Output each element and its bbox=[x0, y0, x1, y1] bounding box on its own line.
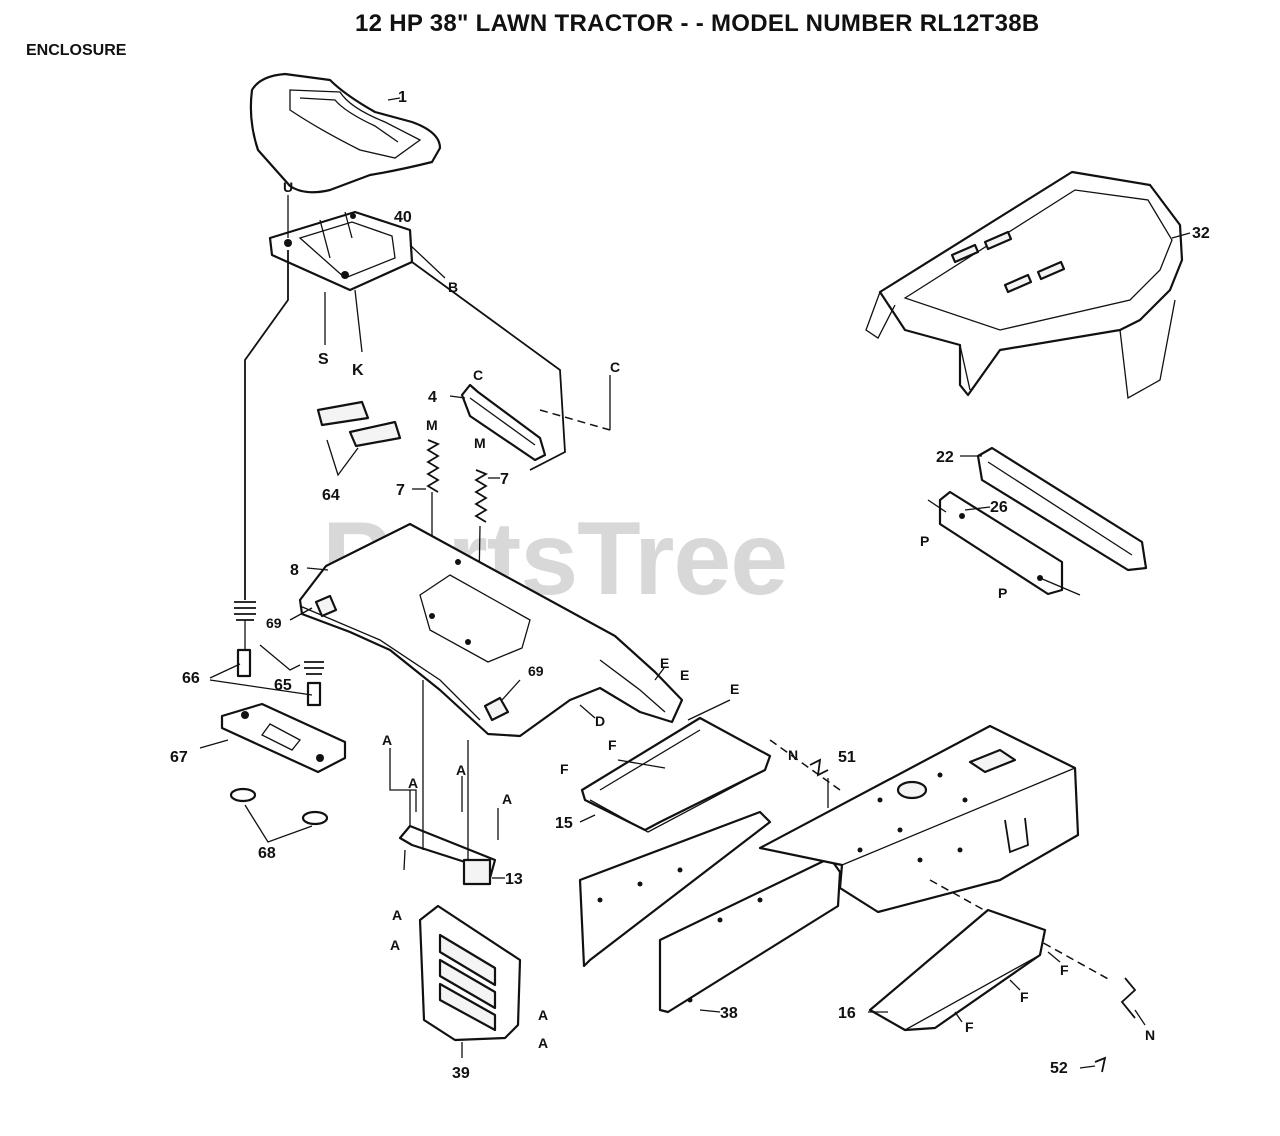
ref-a-1: A bbox=[382, 732, 392, 748]
ref-e-2: E bbox=[680, 667, 689, 683]
callout-16: 16 bbox=[838, 1005, 856, 1022]
ref-a-6: A bbox=[390, 937, 400, 953]
diagram-title: 12 HP 38" LAWN TRACTOR - - MODEL NUMBER … bbox=[355, 10, 1040, 37]
ref-a-5: A bbox=[392, 907, 402, 923]
ref-n-2: N bbox=[1145, 1027, 1155, 1043]
callout-66: 66 bbox=[182, 670, 200, 687]
callout-69-right: 69 bbox=[528, 663, 544, 679]
ref-f-5: F bbox=[965, 1019, 974, 1035]
part-hood[interactable] bbox=[865, 170, 1184, 400]
callout-32: 32 bbox=[1192, 225, 1210, 242]
callout-7-left: 7 bbox=[396, 482, 405, 499]
callout-7-right: 7 bbox=[500, 471, 509, 488]
ref-a-7: A bbox=[538, 1007, 548, 1023]
ref-c-left: C bbox=[473, 367, 483, 383]
part-main-frame[interactable] bbox=[758, 724, 1080, 914]
ref-f-2: F bbox=[608, 737, 617, 753]
callout-26: 26 bbox=[990, 499, 1008, 516]
ref-m-left: M bbox=[426, 417, 438, 433]
ref-e-1: E bbox=[660, 655, 669, 671]
ref-a-3: A bbox=[456, 762, 466, 778]
ref-b: B bbox=[448, 279, 458, 295]
callout-4: 4 bbox=[428, 389, 437, 406]
ref-m-right: M bbox=[474, 435, 486, 451]
callout-38: 38 bbox=[720, 1005, 738, 1022]
callout-8: 8 bbox=[290, 562, 299, 579]
callout-68: 68 bbox=[258, 845, 276, 862]
part-support-bar[interactable] bbox=[976, 446, 1148, 572]
part-footrest-15[interactable] bbox=[580, 716, 772, 833]
part-seat-bracket[interactable] bbox=[268, 210, 414, 292]
part-springs-65[interactable] bbox=[234, 601, 324, 675]
ref-k: K bbox=[352, 362, 364, 379]
ref-a-2: A bbox=[408, 775, 418, 791]
ref-p-1: P bbox=[920, 533, 929, 549]
part-clip-51[interactable] bbox=[809, 758, 829, 777]
ref-u: U bbox=[283, 179, 293, 195]
callout-40: 40 bbox=[394, 209, 412, 226]
callout-65: 65 bbox=[274, 677, 292, 694]
ref-f-1: F bbox=[560, 761, 569, 777]
part-mount-plate[interactable] bbox=[220, 702, 347, 774]
part-spacers-66[interactable] bbox=[236, 648, 322, 707]
part-spring-right[interactable] bbox=[474, 469, 489, 523]
callout-1: 1 bbox=[398, 89, 407, 106]
part-pads[interactable] bbox=[316, 400, 402, 448]
part-bumpers-68[interactable] bbox=[229, 787, 329, 826]
routing-line bbox=[244, 250, 289, 600]
part-fender-body[interactable] bbox=[298, 522, 684, 738]
part-latch-bracket[interactable] bbox=[460, 383, 547, 462]
ref-d: D bbox=[595, 713, 605, 729]
section-label: ENCLOSURE bbox=[26, 42, 127, 59]
callout-15: 15 bbox=[555, 815, 573, 832]
ref-e-3: E bbox=[730, 681, 739, 697]
part-side-rail-38[interactable] bbox=[578, 810, 842, 1014]
routing-line-b bbox=[411, 261, 566, 471]
callout-52: 52 bbox=[1050, 1060, 1068, 1077]
ref-a-8: A bbox=[538, 1035, 548, 1051]
ref-s: S bbox=[318, 351, 329, 368]
callout-69-left: 69 bbox=[266, 615, 282, 631]
ref-p-2: P bbox=[998, 585, 1007, 601]
callout-64: 64 bbox=[322, 487, 340, 504]
part-mount-plate-26[interactable] bbox=[938, 490, 1064, 596]
callout-39: 39 bbox=[452, 1065, 470, 1082]
ref-f-3: F bbox=[1060, 962, 1069, 978]
callout-13: 13 bbox=[505, 871, 523, 888]
ref-f-4: F bbox=[1020, 989, 1029, 1005]
part-seat[interactable] bbox=[249, 72, 442, 194]
callout-22: 22 bbox=[936, 449, 954, 466]
part-clip-52[interactable] bbox=[1094, 977, 1137, 1073]
part-front-grille[interactable] bbox=[418, 904, 522, 1042]
ref-n-1: N bbox=[788, 747, 798, 763]
part-footrest-16[interactable] bbox=[868, 908, 1047, 1032]
leader-1 bbox=[387, 97, 401, 101]
callout-51: 51 bbox=[838, 749, 856, 766]
ref-c-right: C bbox=[610, 359, 620, 375]
ref-a-4: A bbox=[502, 791, 512, 807]
callout-67: 67 bbox=[170, 749, 188, 766]
part-pivot-bracket[interactable] bbox=[398, 824, 497, 886]
part-spring-left[interactable] bbox=[426, 439, 441, 493]
